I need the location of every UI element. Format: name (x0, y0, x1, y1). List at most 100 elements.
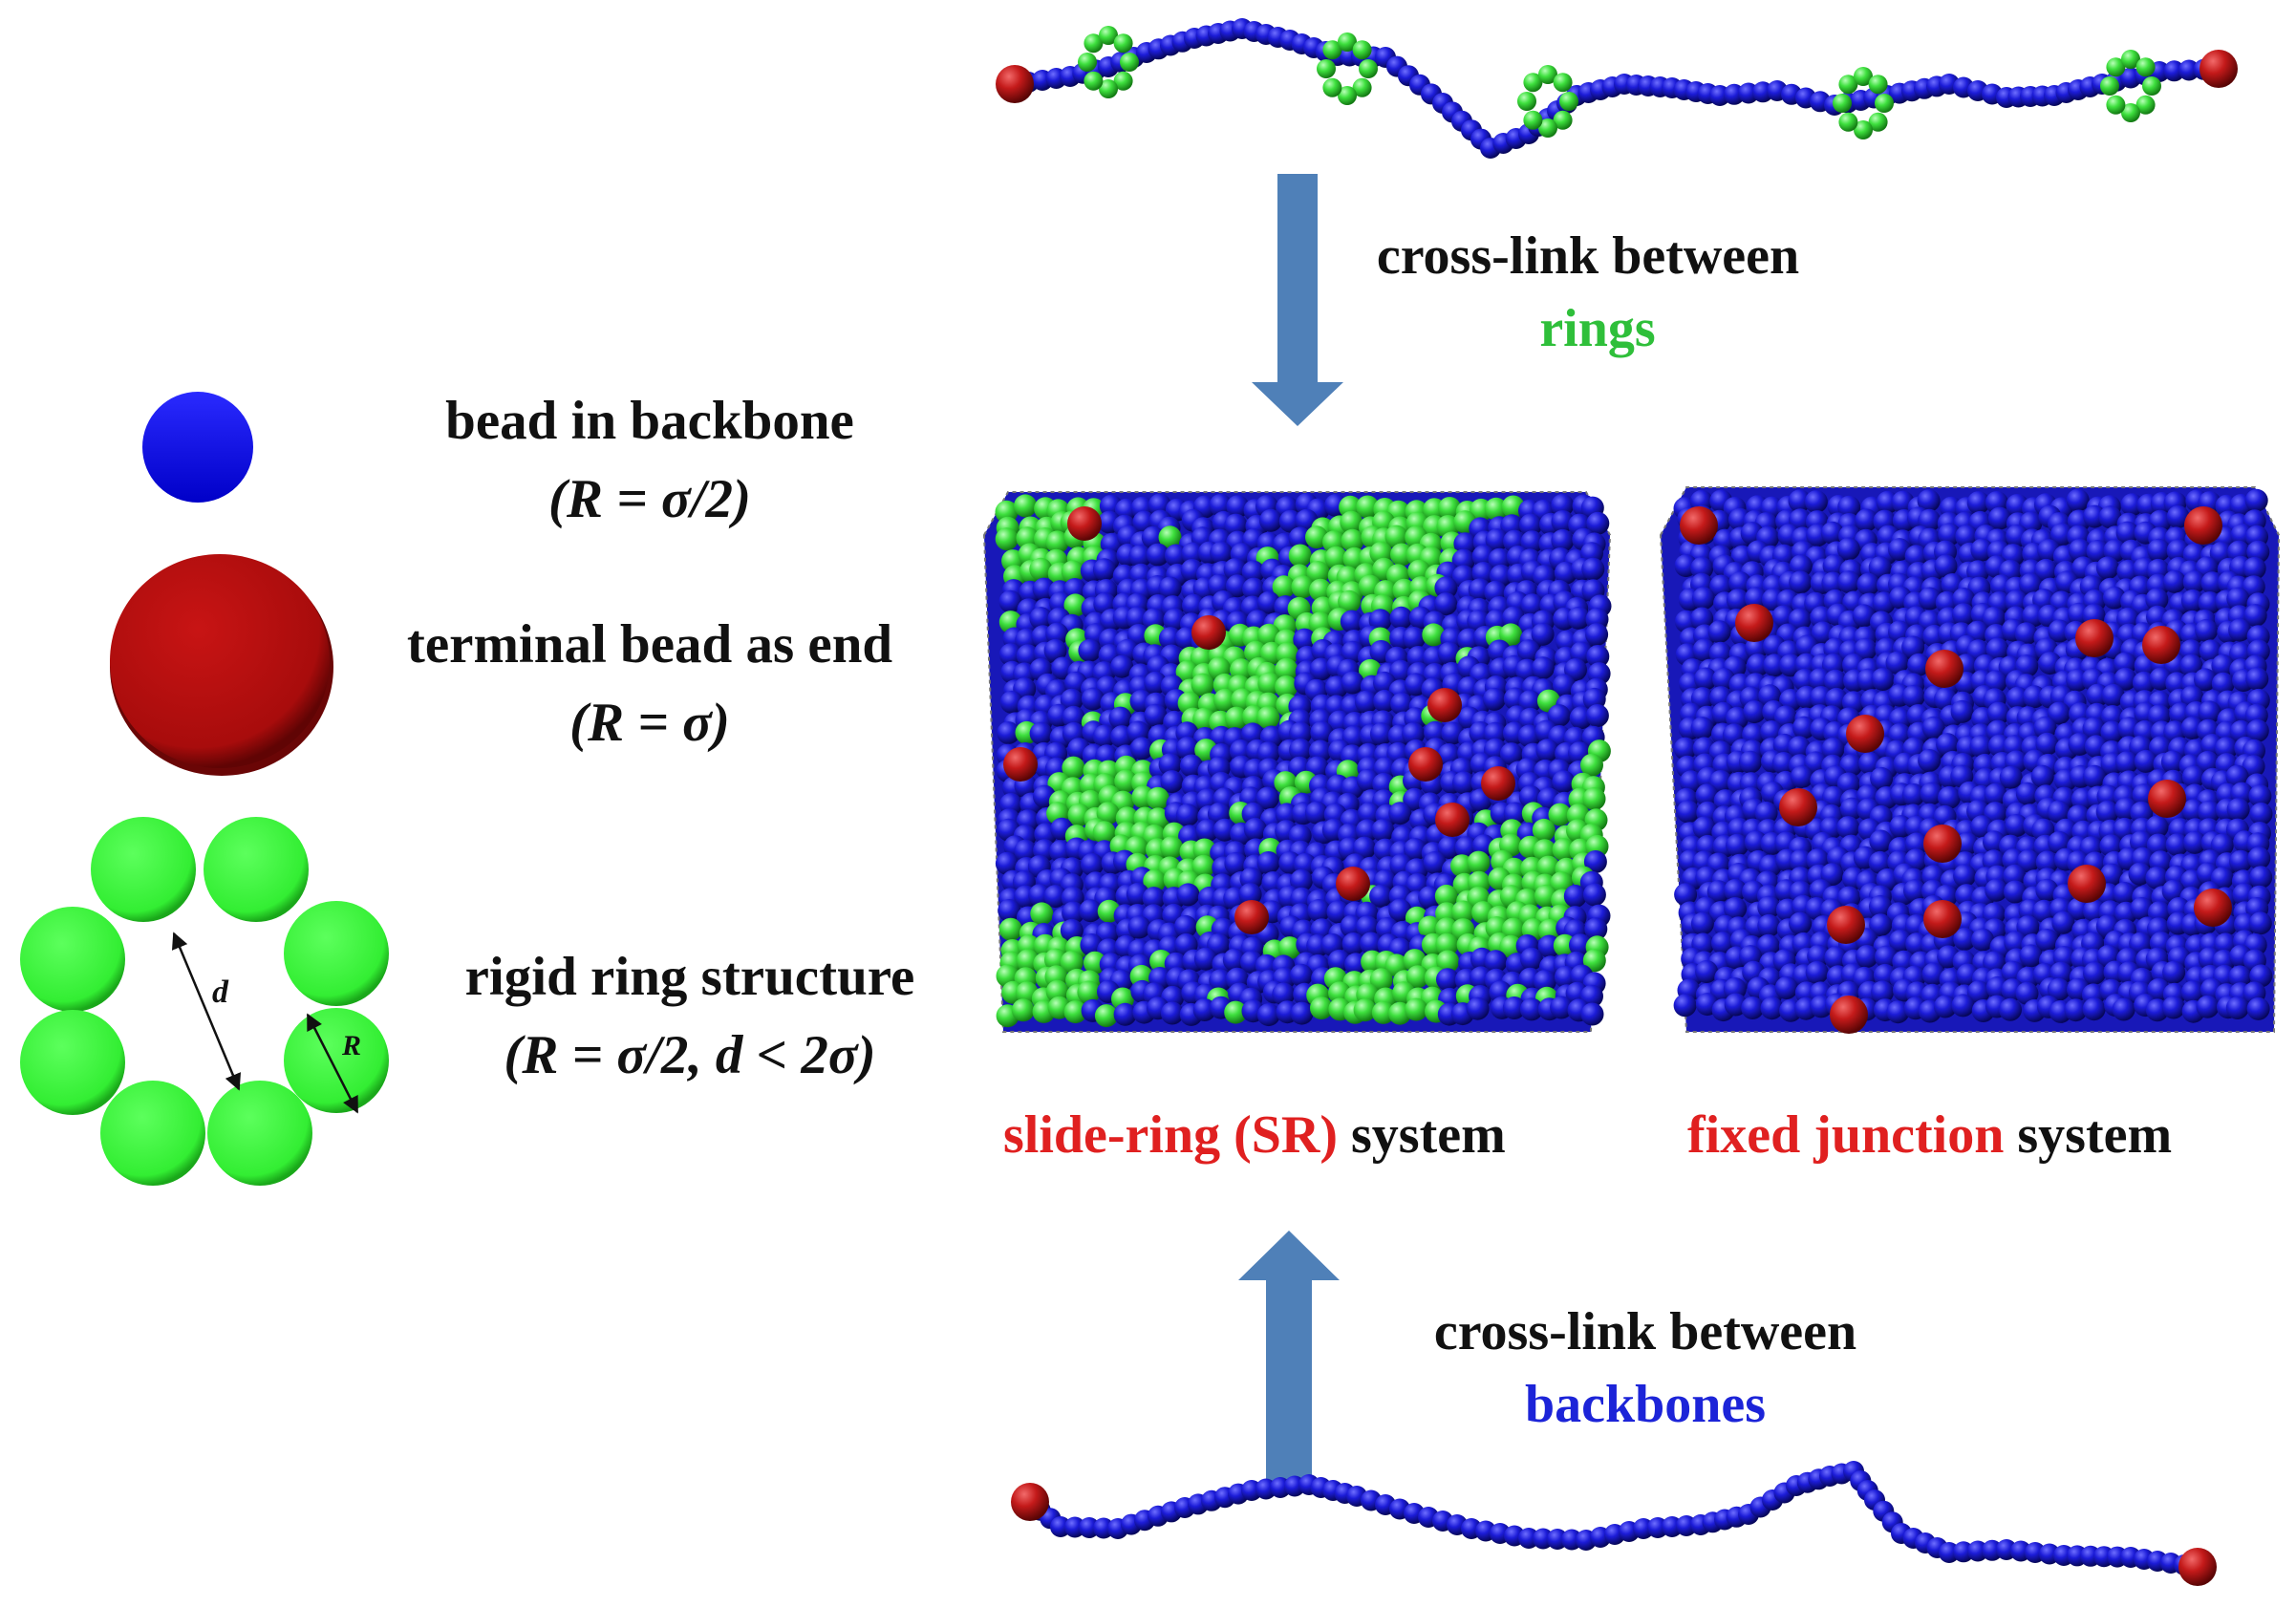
backbone-bead (2194, 668, 2217, 692)
backbone-bead (1711, 932, 1734, 955)
backbone-bead (2228, 965, 2252, 989)
backbone-bead (1173, 914, 1197, 938)
backbone-bead (2248, 784, 2272, 808)
backbone-bead (1805, 960, 1829, 984)
backbone-bead (1181, 542, 1205, 566)
ring-bead (1405, 965, 1429, 989)
ring-bead (1499, 623, 1523, 647)
backbone-bead (1519, 997, 1543, 1021)
backbone-bead (2095, 800, 2119, 824)
terminal-bead (1003, 747, 1038, 782)
backbone-bead (2196, 995, 2220, 1018)
ring-bead (1532, 818, 1556, 842)
terminal-bead (2184, 506, 2222, 545)
backbone-bead (1936, 733, 1960, 757)
terminal-bead (1234, 900, 1269, 934)
ring-bead (1014, 494, 1038, 518)
backbone-bead (1985, 637, 2009, 661)
backbone-bead (2160, 750, 2184, 774)
terminal-bead-legend-icon (110, 554, 333, 776)
backbone-bead (1901, 684, 1925, 708)
ring-bead (1029, 557, 1053, 581)
backbone-bead (2226, 798, 2250, 822)
backbone-bead (1550, 996, 1574, 1019)
ring-bead (1063, 593, 1087, 617)
backbone-bead (1583, 850, 1607, 873)
backbone-bead (1886, 1000, 1910, 1024)
backbone-bead (1804, 751, 1828, 775)
backbone-bead (2113, 882, 2136, 905)
backbone-bead (2145, 867, 2169, 889)
backbone-bead (1581, 557, 1605, 581)
ring-bead (1275, 657, 1298, 681)
backbone-bead (1242, 577, 1266, 601)
backbone-bead (1520, 593, 1544, 617)
backbone-bead (1358, 802, 1382, 825)
backbone-bead (1918, 587, 1942, 611)
backbone-bead (1483, 687, 1506, 711)
backbone-bead (1519, 513, 1542, 537)
backbone-bead (2166, 505, 2190, 528)
backbone-bead (2198, 591, 2221, 614)
backbone-bead (1870, 766, 1894, 790)
ring-bead (1435, 932, 1459, 956)
backbone-bead (1706, 880, 1730, 904)
backbone-bead (1520, 530, 1544, 554)
ring-bead (1225, 706, 1248, 730)
backbone-bead (1029, 721, 1053, 745)
sr-system-box (982, 491, 1612, 1033)
backbone-bead (1238, 883, 1262, 907)
backbone-bead (2004, 880, 2027, 904)
ring-bead (1436, 950, 1460, 974)
ring-bead (2142, 76, 2161, 96)
backbone-bead (1763, 654, 1787, 677)
ring-bead (1092, 821, 1116, 845)
backbone-bead (1792, 716, 1816, 739)
ring-bead (1352, 77, 1372, 97)
backbone-bead (1355, 690, 1378, 714)
ring-bead (1305, 525, 1328, 549)
backbone-bead (2161, 879, 2185, 903)
sr-system-highlight: slide-ring (SR) (1003, 1105, 1338, 1165)
backbone-bead (2249, 964, 2273, 988)
backbone-bead (1210, 541, 1234, 565)
ring-bead (2106, 95, 2126, 115)
backbone-bead (1855, 508, 1878, 532)
backbone-bead (1164, 544, 1188, 568)
backbone-bead (1820, 863, 1844, 887)
backbone-bead (2198, 700, 2221, 724)
ring-bead (1030, 902, 1054, 926)
backbone-bead (1738, 750, 1762, 774)
backbone-bead (1690, 687, 1714, 711)
backbone-bead (1484, 950, 1508, 974)
backbone-bead (2120, 493, 2144, 517)
backbone-bead (2115, 521, 2139, 545)
backbone-bead (1224, 513, 1248, 537)
backbone-bead (1436, 968, 1459, 992)
backbone-bead (1340, 610, 1363, 633)
ring-bead (1854, 120, 1873, 139)
ring-bead (1517, 92, 1536, 111)
backbone-bead (2130, 897, 2154, 920)
backbone-bead (1531, 656, 1555, 680)
ring-bead (1451, 900, 1475, 924)
terminal-bead (996, 65, 1034, 103)
backbone-bead (1373, 689, 1397, 713)
backbone-bead (1953, 927, 1977, 951)
backbone-bead (1502, 996, 1526, 1019)
ring-bead (1078, 53, 1097, 72)
backbone-bead (1326, 900, 1350, 924)
terminal-bead (1923, 825, 1962, 863)
backbone-bead (1726, 833, 1749, 857)
backbone-bead (1499, 742, 1523, 766)
ring-bead (1523, 73, 1543, 93)
terminal-bead (1408, 747, 1443, 782)
fixed-system-rest: system (2017, 1105, 2173, 1165)
backbone-bead (1176, 736, 1199, 760)
ring-bead (1538, 65, 1557, 84)
backbone-bead (2035, 929, 2059, 952)
sr-system-rest: system (1351, 1105, 1506, 1165)
ring-bead (1499, 934, 1523, 958)
backbone-bead (1182, 593, 1205, 617)
backbone-bead (1256, 1003, 1280, 1027)
